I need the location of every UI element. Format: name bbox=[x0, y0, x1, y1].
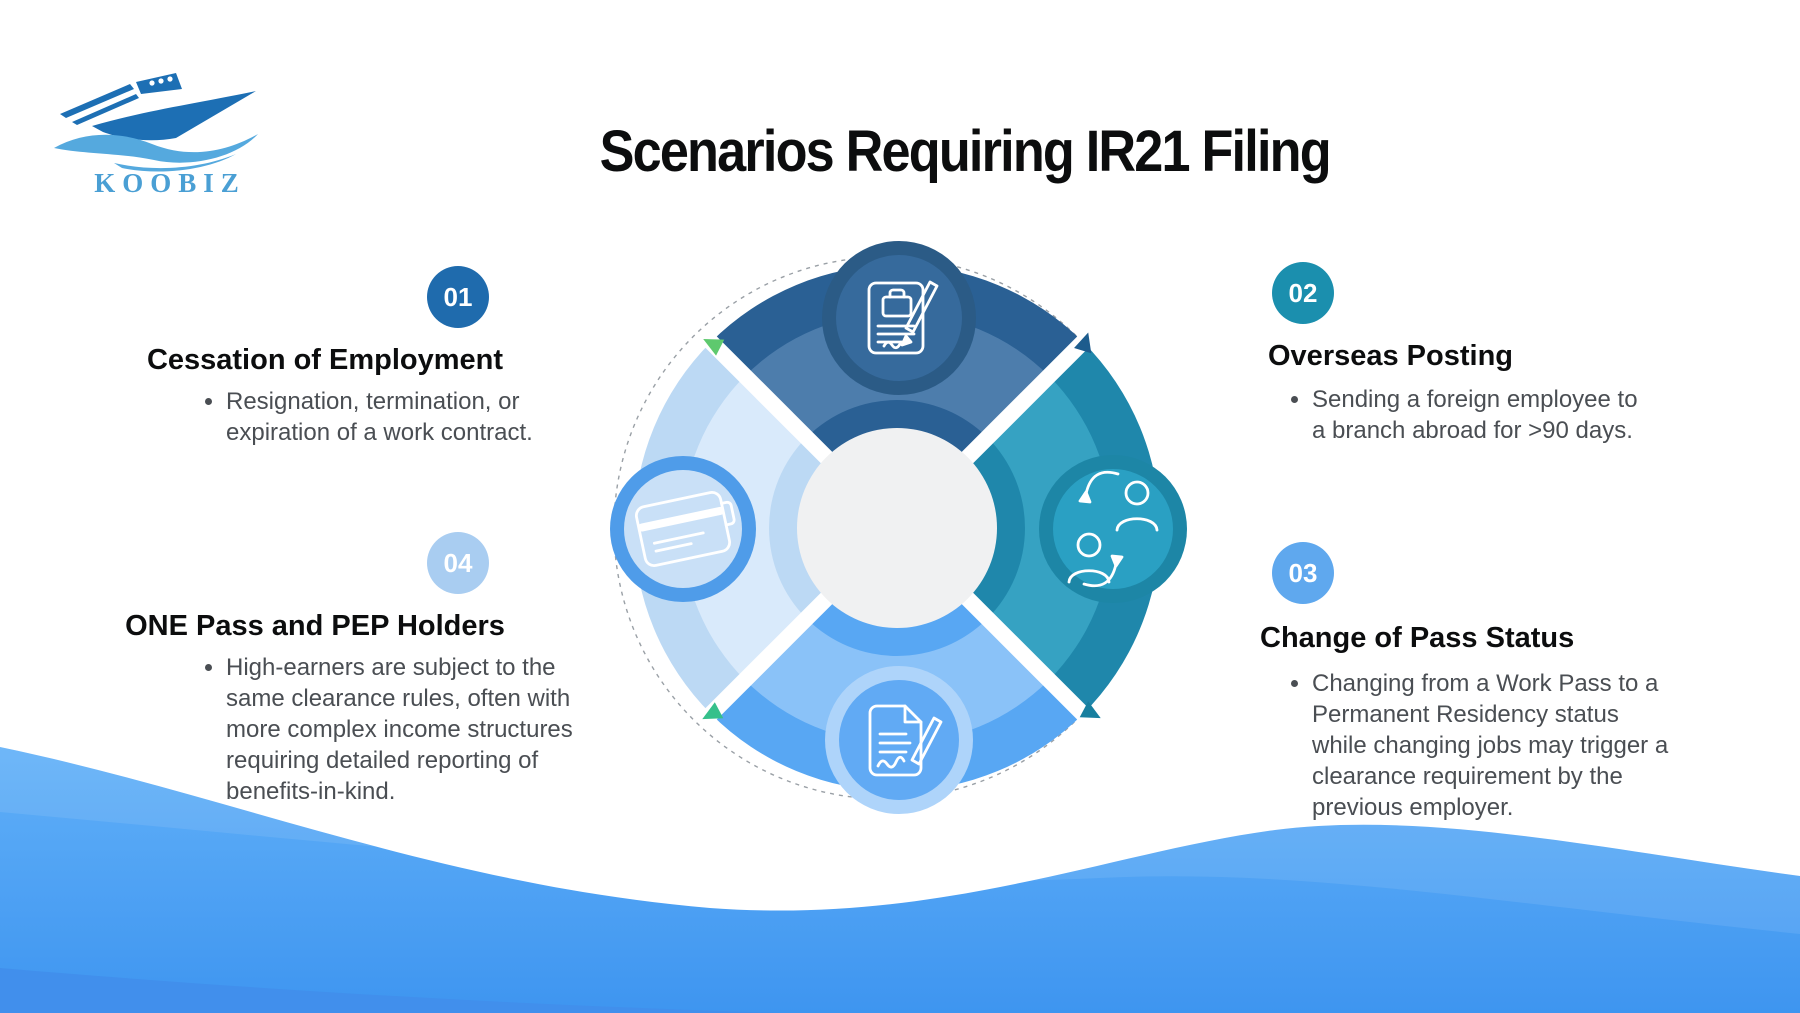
center-hub bbox=[797, 428, 997, 628]
badge-02: 02 bbox=[1272, 262, 1334, 324]
boat-hull bbox=[92, 91, 256, 141]
badge-03: 03 bbox=[1272, 542, 1334, 604]
section-03-bullets: Changing from a Work Pass to a Permanent… bbox=[1284, 668, 1680, 823]
wave-accent bbox=[0, 968, 780, 1013]
section-04-bullets: High-earners are subject to the same cle… bbox=[198, 652, 594, 807]
boat-window bbox=[167, 76, 173, 82]
page-title-text: Scenarios Requiring IR21 Filing bbox=[599, 119, 1332, 184]
section-02-bullets: Sending a foreign employee to a branch a… bbox=[1284, 384, 1642, 446]
medallion-bottom-disc bbox=[839, 680, 959, 800]
section-04-title: ONE Pass and PEP Holders bbox=[125, 610, 505, 642]
boat-speed-line bbox=[72, 94, 139, 125]
medallion-left-disc bbox=[624, 470, 742, 588]
logo-boat-icon bbox=[54, 73, 258, 172]
medallion-top-disc bbox=[836, 255, 962, 381]
section-02-bullet: Sending a foreign employee to a branch a… bbox=[1312, 384, 1642, 446]
arrow-bottom-right bbox=[1079, 701, 1101, 719]
boat-cabin bbox=[136, 73, 182, 94]
medallion-top bbox=[822, 241, 976, 395]
boat-speed-line bbox=[60, 84, 134, 118]
orbit-arrows bbox=[702, 332, 1101, 720]
section-03-title: Change of Pass Status bbox=[1260, 622, 1575, 654]
section-01-title: Cessation of Employment bbox=[146, 344, 504, 376]
boat-window bbox=[158, 78, 164, 84]
pass-card-icon bbox=[634, 490, 736, 568]
arrow-bottom-left bbox=[702, 702, 724, 720]
boat-window bbox=[149, 80, 155, 86]
signed-document-icon bbox=[868, 704, 943, 777]
arrow-top-right bbox=[1074, 332, 1092, 354]
section-02-title: Overseas Posting bbox=[1268, 340, 1513, 372]
medallion-bottom bbox=[825, 666, 973, 814]
brand-wordmark: KOOBIZ bbox=[94, 168, 246, 198]
wave-sheen bbox=[0, 747, 1800, 934]
medallion-left bbox=[610, 456, 756, 602]
section-03-bullet: Changing from a Work Pass to a Permanent… bbox=[1312, 668, 1680, 823]
contract-briefcase-icon bbox=[867, 280, 939, 355]
page-title: Scenarios Requiring IR21 Filing bbox=[465, 118, 1465, 185]
badge-01: 01 bbox=[427, 266, 489, 328]
section-04-bullet: High-earners are subject to the same cle… bbox=[226, 652, 594, 807]
boat-wave-swoosh bbox=[54, 134, 258, 163]
boat-wave-swoosh bbox=[114, 154, 236, 172]
arrow-top-left bbox=[703, 339, 725, 356]
bottom-wave bbox=[0, 747, 1800, 1013]
medallion-right bbox=[1039, 455, 1187, 603]
badge-04: 04 bbox=[427, 532, 489, 594]
wave-main bbox=[0, 747, 1800, 1013]
section-01-bullet: Resignation, termination, or expiration … bbox=[226, 386, 566, 448]
employee-swap-icon bbox=[1067, 470, 1159, 588]
section-01-bullets: Resignation, termination, or expiration … bbox=[198, 386, 566, 448]
